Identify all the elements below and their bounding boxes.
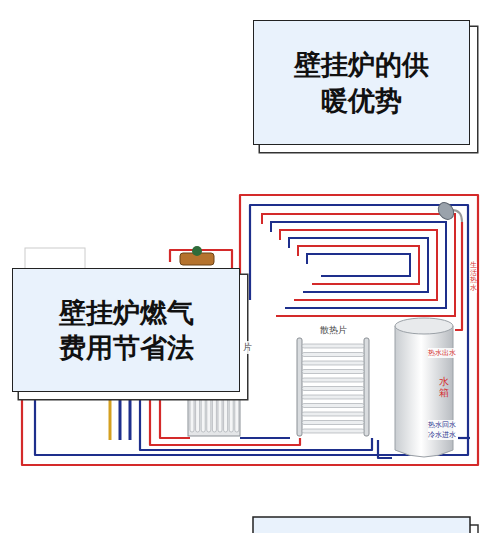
part-name: 片 [243, 341, 252, 354]
radiator-drawing [293, 324, 373, 438]
tank-label: 水箱 [439, 376, 449, 398]
pipe-label: 热水回水 [428, 420, 456, 430]
pipe-label: 热水出水 [428, 348, 456, 358]
towel-radiator: 散热片 [293, 324, 373, 438]
callout-box: 壁挂炉燃气费用节省法 [12, 268, 240, 392]
pipe-label: 冷水进水 [428, 430, 456, 440]
callout-box: 壁挂炉的供暖优势 [253, 20, 470, 145]
box-title: 壁挂炉燃气费用节省法 [54, 295, 197, 365]
box-title: 壁挂炉的供暖优势 [290, 47, 433, 117]
part-heading: 散热片 [293, 324, 373, 337]
pipe-label: 生活热水 [470, 262, 477, 293]
